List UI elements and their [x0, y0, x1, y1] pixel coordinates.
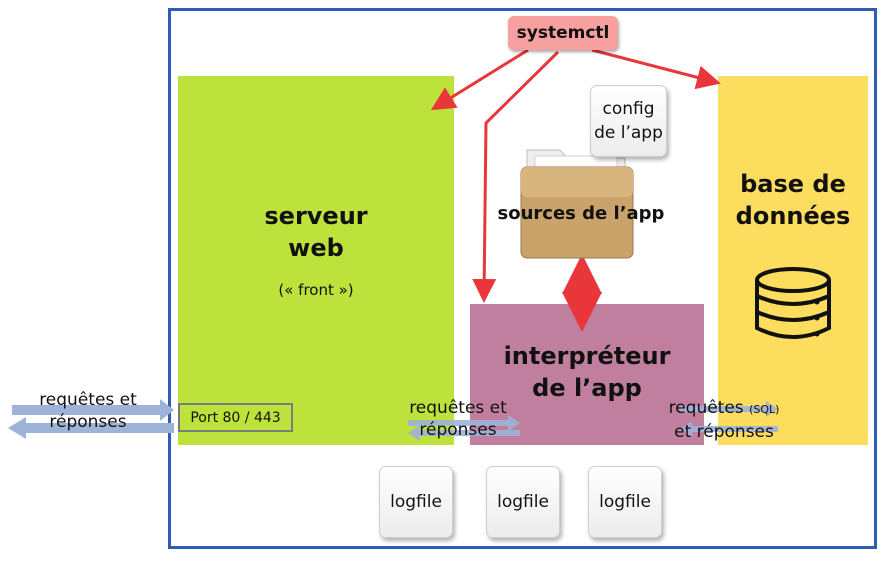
database-title-line2: données [735, 202, 851, 230]
web-server-title-line1: serveur [264, 202, 368, 230]
database-icon [755, 267, 831, 339]
web-server-box [178, 76, 454, 445]
systemctl-to-web-arrow [430, 48, 529, 111]
web-server-title-line2: web [288, 234, 344, 262]
web-server-title: serveur web [178, 200, 454, 264]
host-frame [168, 8, 877, 549]
config-card: config de l’app [590, 85, 667, 157]
interpreter-title: interpréteur de l’app [470, 340, 704, 404]
web-interpreter-flow-arrows [408, 415, 520, 441]
client-flow-arrows [8, 399, 174, 439]
database-box [718, 76, 868, 445]
logfile-card: logfile [486, 466, 560, 538]
logfile-card: logfile [588, 466, 662, 538]
systemctl-to-db-arrow [591, 48, 721, 90]
sql-tag: (SQL) [749, 403, 780, 416]
config-line1: config [602, 99, 655, 119]
web-interpreter-flow-label: requêtes et réponses [400, 397, 516, 441]
sources-label: sources de l’app [497, 203, 665, 224]
client-flow-label: requêtes et réponses [14, 389, 162, 433]
interpreter-db-flow-line1: requêtes [668, 398, 750, 418]
interpreter-db-flow-arrows [680, 401, 778, 437]
systemctl-to-interpreter-arrow [472, 50, 560, 303]
client-flow-line2: réponses [49, 412, 127, 432]
database-title-line1: base de [740, 170, 846, 198]
folder-icon [520, 149, 634, 259]
interpreter-title-line2: de l’app [532, 374, 642, 402]
interpreter-title-line1: interpréteur [503, 342, 671, 370]
client-flow-line1: requêtes et [39, 390, 137, 410]
interpreter-db-flow-label: requêtes (SQL) et réponses [654, 397, 794, 443]
systemctl-label: systemctl [508, 16, 618, 50]
logfile-card: logfile [379, 466, 453, 538]
web-interpreter-flow-line1: requêtes et [409, 398, 507, 418]
config-line2: de l’app [594, 123, 663, 143]
web-interpreter-flow-line2: réponses [419, 420, 497, 440]
web-server-subtitle: (« front ») [278, 281, 354, 299]
port-label: Port 80 / 443 [178, 403, 293, 432]
database-title: base de données [718, 168, 868, 232]
interpreter-db-flow-line2: et réponses [674, 422, 774, 442]
